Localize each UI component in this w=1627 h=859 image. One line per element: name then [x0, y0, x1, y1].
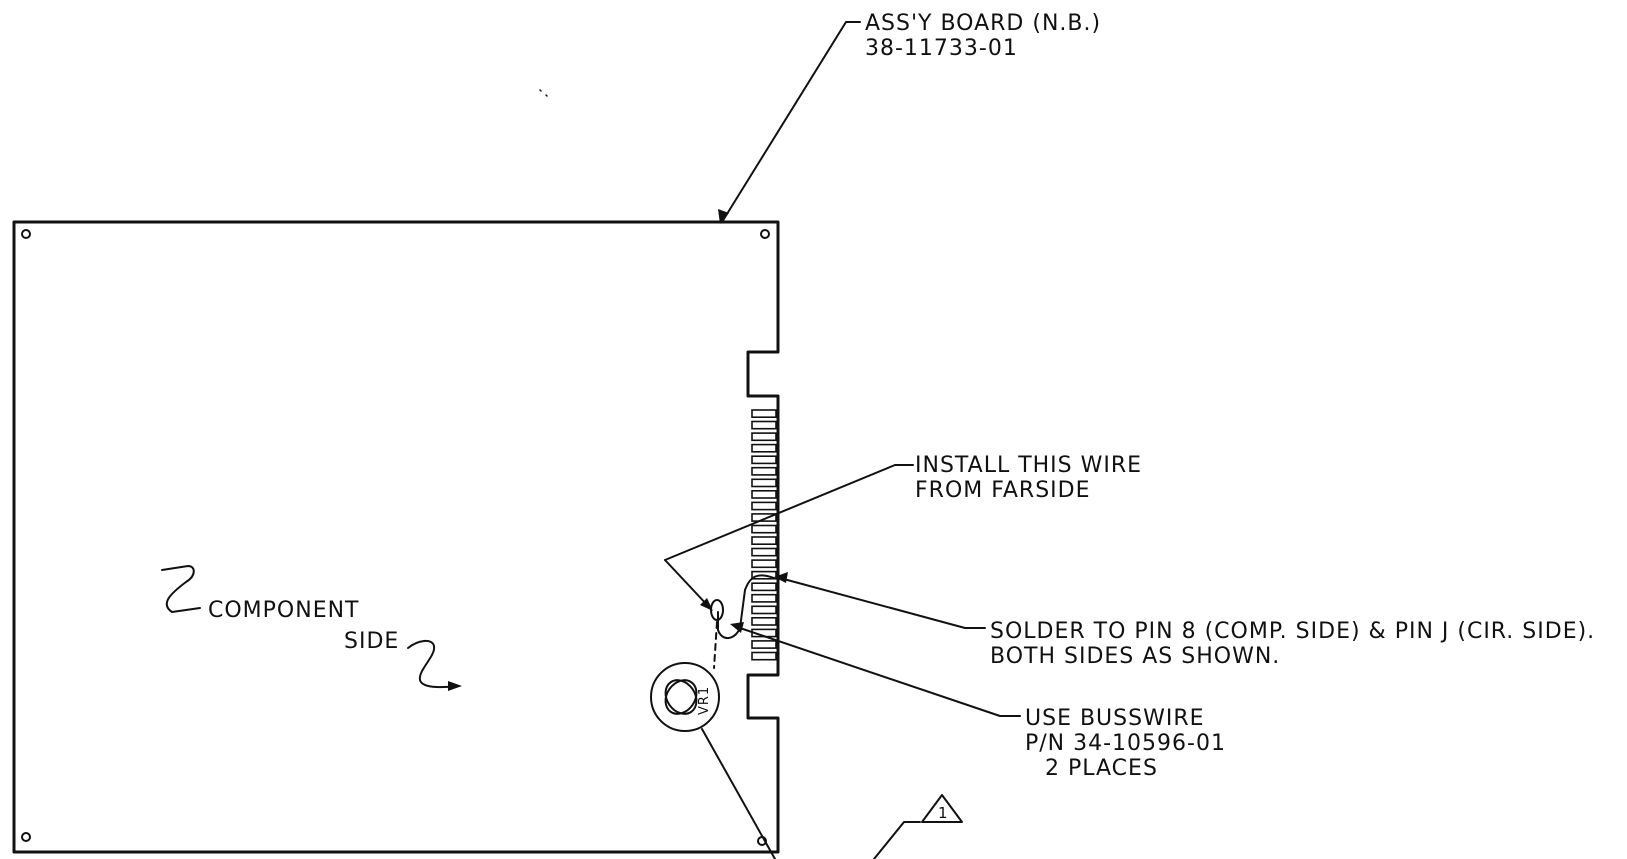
install-wire-label-1: INSTALL THIS WIRE [915, 453, 1142, 478]
connector-finger [751, 501, 777, 511]
install-wire-leader-1 [664, 464, 914, 561]
assy-board-leader [721, 21, 861, 223]
vr1-designator: VR1 [697, 686, 712, 715]
component-label: COMPONENT [208, 598, 360, 623]
vr1-component: VR1 [650, 662, 776, 859]
component-squiggle [161, 565, 201, 613]
connector-finger [751, 420, 777, 430]
wire-dashed-run [713, 621, 718, 669]
wire-pad [710, 599, 724, 621]
assy-board-label: ASS'Y BOARD (N.B.) [865, 11, 1101, 36]
vr1-inner-1 [664, 679, 698, 715]
connector-finger [751, 616, 777, 626]
revision-leader [873, 821, 921, 859]
mount-hole-top-left [21, 229, 31, 239]
connector-finger [751, 455, 777, 465]
vr1-inner-2 [664, 679, 698, 715]
stray-mark [539, 89, 548, 97]
connector-finger [751, 605, 777, 615]
mount-holes [21, 229, 770, 846]
connector-finger [751, 559, 777, 569]
revision-flag-number: 1 [938, 804, 949, 822]
busswire-loop [717, 574, 775, 639]
side-label: SIDE [344, 629, 399, 654]
assy-board-part-number: 38-11733-01 [865, 36, 1018, 61]
revision-flag: 1 [873, 794, 963, 859]
solder-label-2: BOTH SIDES AS SHOWN. [990, 644, 1280, 669]
connector-finger [751, 432, 777, 442]
connector-finger [751, 513, 777, 522]
install-wire-label-2: FROM FARSIDE [915, 478, 1091, 503]
connector-finger [751, 478, 777, 488]
solder-arrowhead [774, 572, 788, 583]
solder-callout: SOLDER TO PIN 8 (COMP. SIDE) & PIN J (CI… [774, 572, 1595, 669]
side-squiggle [407, 640, 457, 689]
install-wire-callout: INSTALL THIS WIRE FROM FARSIDE [664, 453, 1142, 611]
side-arrowhead [448, 681, 462, 691]
solder-leader [779, 577, 986, 629]
assy-board-arrowhead [718, 209, 729, 224]
install-wire-leader-2 [664, 559, 711, 609]
connector-finger [751, 489, 777, 499]
vr1-body [650, 662, 720, 732]
connector-finger [751, 593, 777, 603]
busswire-callout: USE BUSSWIRE P/N 34-10596-01 2 PLACES [730, 622, 1226, 781]
connector-finger [751, 582, 777, 592]
connector-finger [751, 524, 777, 534]
connector-finger [751, 466, 777, 476]
install-wire-arrowhead [700, 598, 713, 611]
assy-board-callout: ASS'Y BOARD (N.B.) 38-11733-01 [718, 11, 1101, 224]
triangle-flag-icon [921, 794, 963, 823]
busswire-label-3: 2 PLACES [1045, 756, 1158, 781]
busswire-leader [739, 627, 1021, 717]
board-outline [12, 220, 780, 854]
connector-finger [751, 640, 777, 649]
connector-finger [751, 409, 777, 418]
connector-finger [751, 651, 777, 661]
connector-finger [751, 547, 777, 557]
component-side-marker: COMPONENT SIDE [161, 565, 462, 691]
wire-routing [710, 574, 775, 669]
mount-hole-bottom-left [21, 832, 31, 842]
vr1-leader [701, 728, 776, 859]
busswire-arrowhead [730, 622, 744, 633]
connector-finger [751, 443, 777, 453]
connector-finger [751, 570, 777, 580]
connector-finger [751, 536, 777, 545]
busswire-label-1: USE BUSSWIRE [1025, 706, 1205, 731]
mount-hole-top-right [760, 229, 770, 239]
busswire-label-2: P/N 34-10596-01 [1025, 731, 1226, 756]
solder-label-1: SOLDER TO PIN 8 (COMP. SIDE) & PIN J (CI… [990, 619, 1595, 644]
edge-connector-fingers [751, 409, 777, 661]
